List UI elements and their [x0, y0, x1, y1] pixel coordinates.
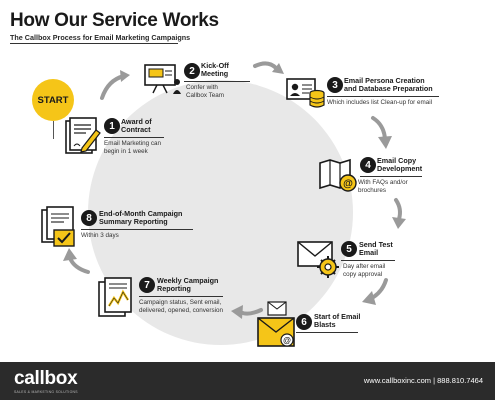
step-1-title: Award of Contract [121, 117, 152, 134]
arrow-1-to-2 [100, 70, 130, 100]
background-circle [88, 80, 353, 345]
arrow-2-to-3 [253, 61, 284, 74]
subtitle-divider [10, 43, 178, 44]
brochure-email-icon: @ [319, 158, 357, 192]
summary-checklist-icon [41, 206, 75, 247]
step-7-title: Weekly Campaign Reporting [157, 276, 219, 293]
step-7-divider [139, 296, 223, 297]
step-3-description: Which includes list Clean-up for email [327, 99, 432, 106]
step-4-title: Email Copy Development [377, 156, 423, 173]
contract-pen-icon [65, 117, 101, 154]
step-5-title: Send Test Email [359, 240, 393, 257]
page-title: How Our Service Works [10, 10, 219, 31]
svg-text:@: @ [283, 336, 291, 345]
step-4-divider [360, 176, 422, 177]
arrow-5-to-6 [362, 278, 388, 305]
step-7-number: 7 [139, 277, 155, 293]
contact-info[interactable]: www.callboxinc.com | 888.810.7464 [363, 376, 483, 385]
step-4-description: With FAQs and/or brochures [358, 179, 408, 194]
arrow-6-to-7 [231, 305, 263, 319]
step-3-divider [327, 96, 439, 97]
page-subtitle: The Callbox Process for Email Marketing … [10, 33, 191, 42]
footer-bar: callbox SALES & MARKETING SOLUTIONS www.… [0, 362, 495, 400]
step-5-number: 5 [341, 241, 357, 257]
step-2-title: Kick-Off Meeting [201, 61, 229, 78]
step-8-number: 8 [81, 210, 97, 226]
step-1-divider [104, 137, 164, 138]
step-5-divider [341, 260, 395, 261]
start-label: START [37, 94, 69, 106]
step-2-description: Confer with Callbox Team [186, 84, 225, 99]
step-6-number: 6 [296, 314, 312, 330]
step-6-title: Start of Email Blasts [314, 312, 361, 329]
email-blast-icon: @ [257, 301, 295, 347]
callbox-logo[interactable]: callbox [14, 368, 78, 389]
step-7-description: Campaign status, Sent email, delivered, … [139, 299, 224, 314]
step-2-divider [184, 81, 250, 82]
svg-text:@: @ [343, 179, 353, 190]
arrow-4-to-5 [392, 198, 406, 229]
step-8-title: End-of-Month Campaign Summary Reporting [99, 209, 183, 226]
step-1-number: 1 [104, 118, 120, 134]
step-8-divider [81, 229, 193, 230]
report-chart-icon [98, 277, 132, 317]
arrow-7-to-8 [63, 248, 90, 274]
arrow-3-to-4 [371, 116, 392, 149]
database-profile-icon [286, 78, 325, 108]
presentation-board-icon [144, 64, 181, 94]
step-4-number: 4 [360, 157, 376, 173]
step-8-description: Within 3 days [81, 232, 119, 239]
envelope-gear-icon [297, 241, 339, 278]
logo-tagline: SALES & MARKETING SOLUTIONS [14, 390, 78, 394]
step-5-description: Day after email copy approval [343, 263, 386, 278]
start-connector [53, 121, 54, 139]
step-3-number: 3 [327, 77, 343, 93]
step-6-divider [296, 332, 358, 333]
step-1-description: Email Marketing can begin in 1 week [104, 140, 162, 155]
start-badge: START [32, 79, 74, 121]
step-2-number: 2 [184, 63, 200, 79]
step-3-title: Email Persona Creation and Database Prep… [344, 76, 433, 93]
